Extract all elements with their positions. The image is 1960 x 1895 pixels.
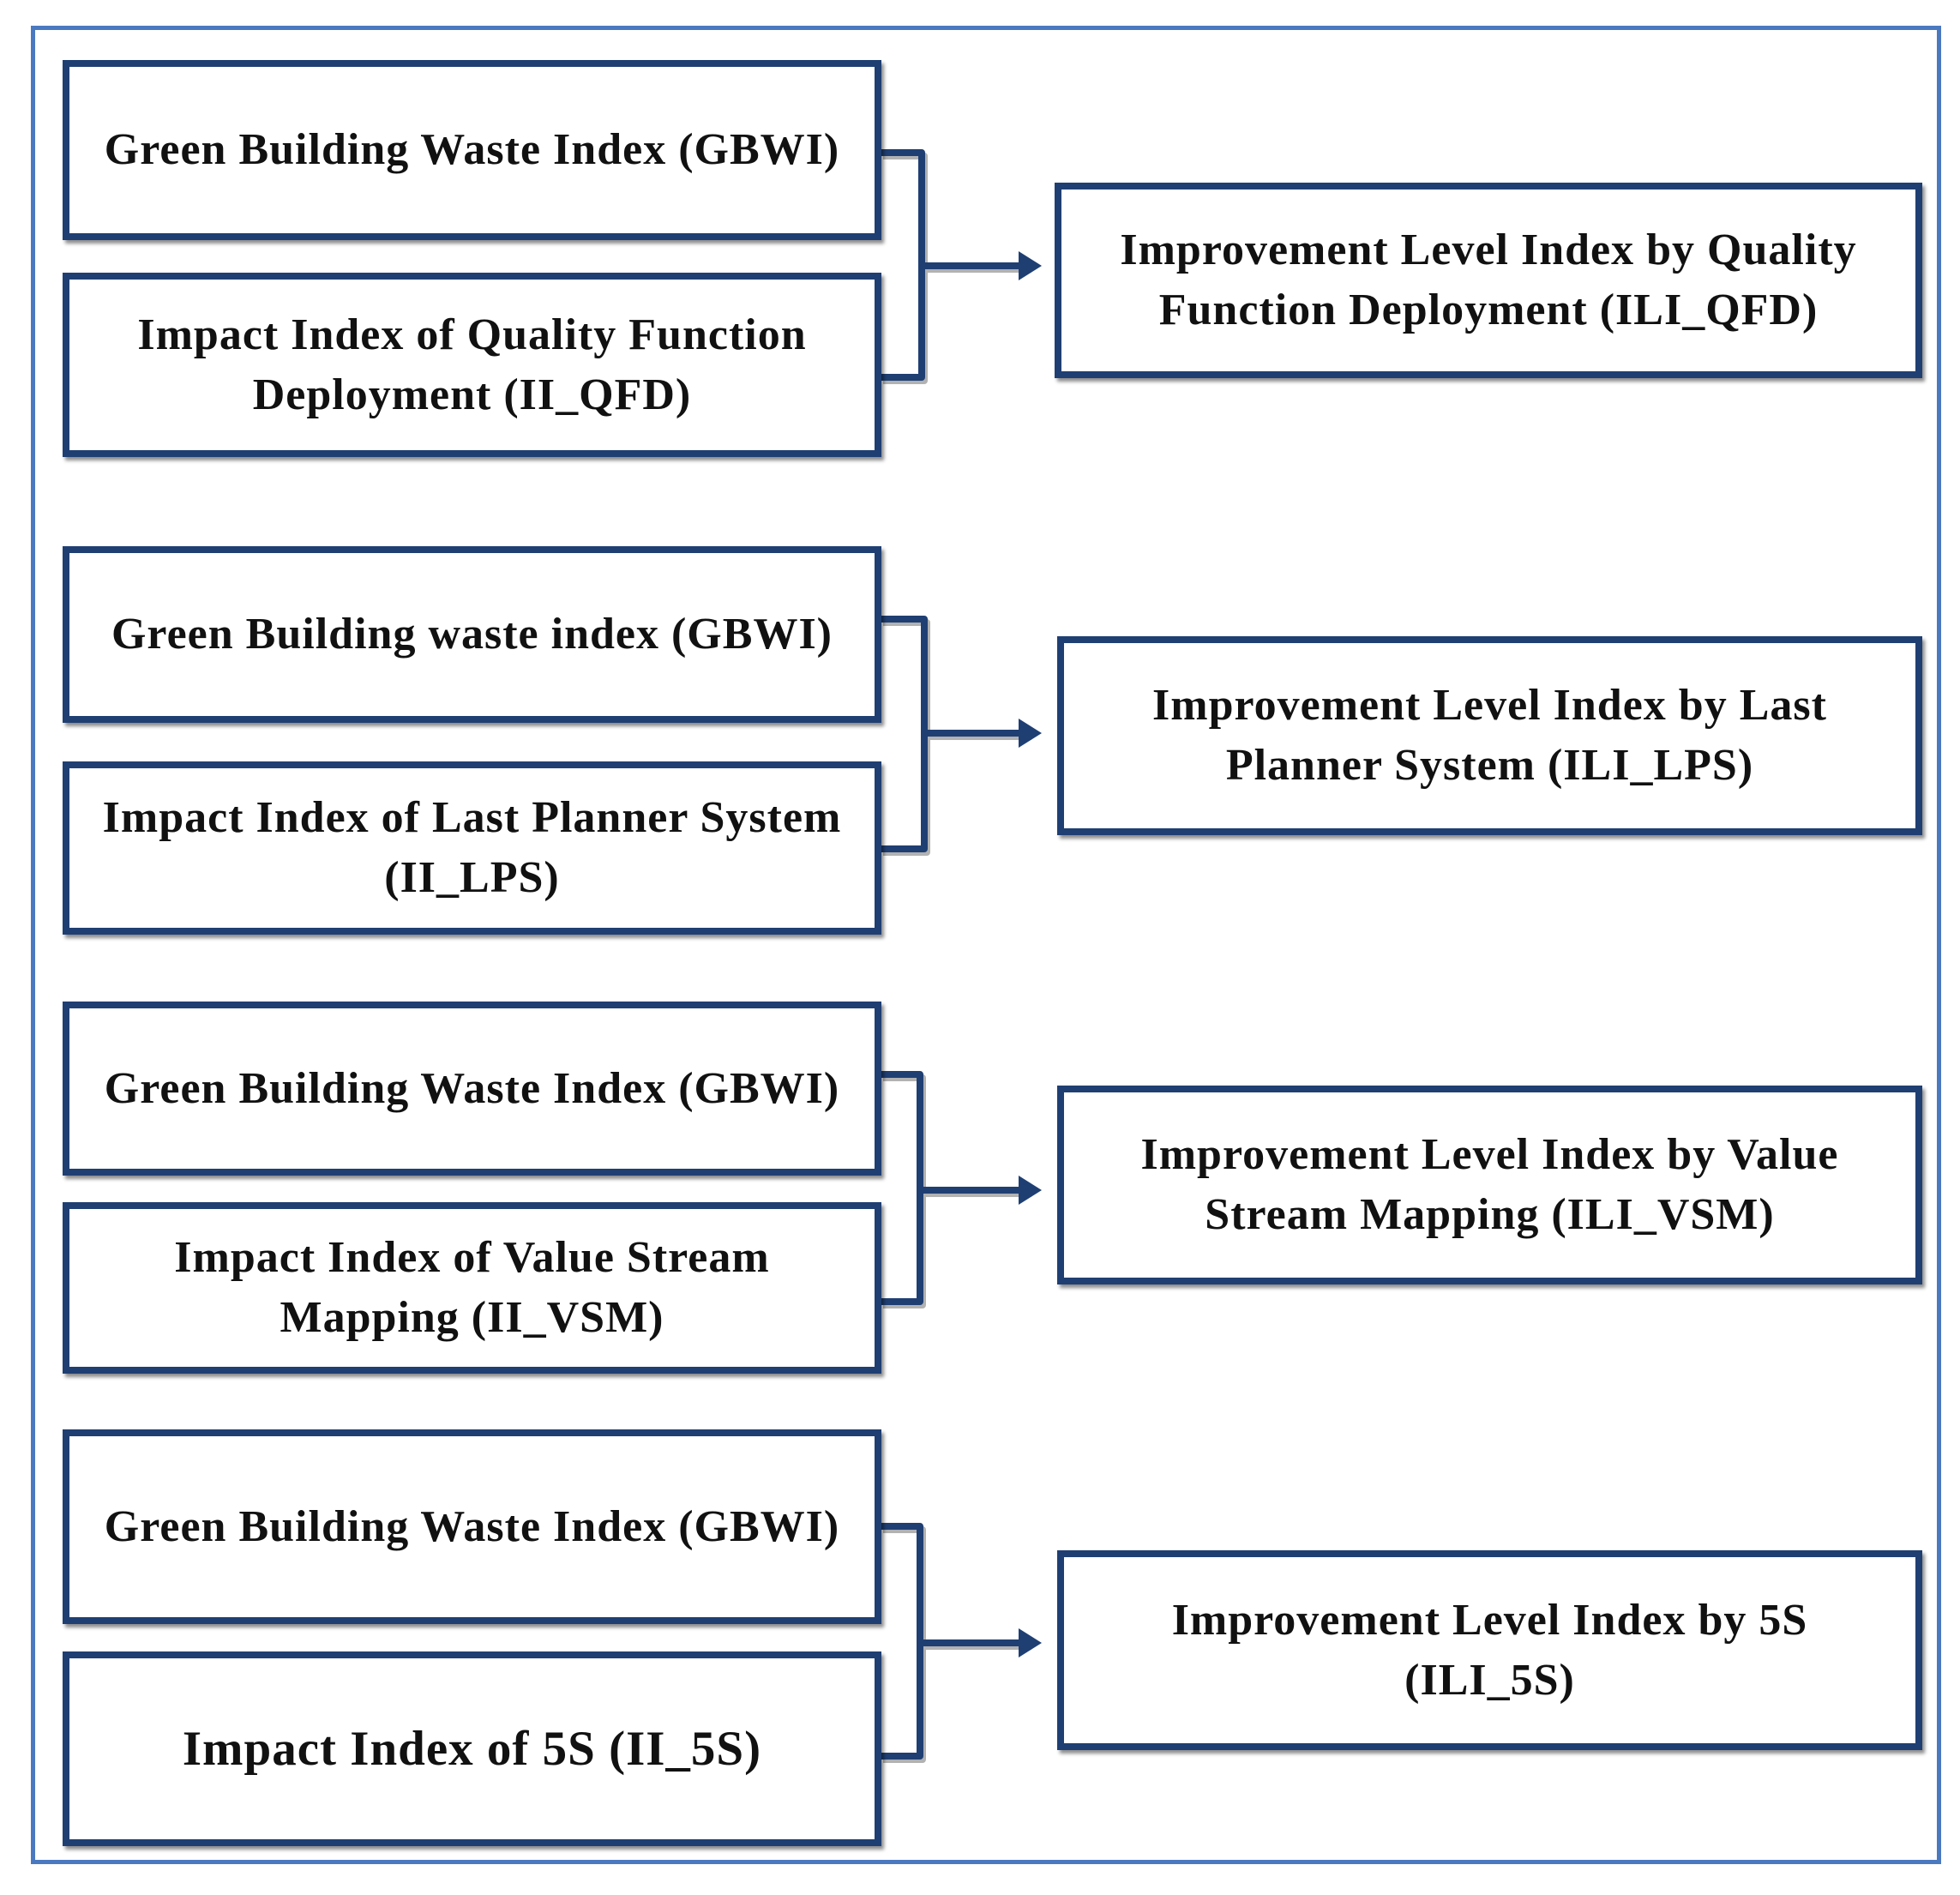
input-box-impact-index: Impact Index of 5S (II_5S) — [63, 1651, 881, 1846]
input-box-gbwi: Green Building Waste Index (GBWI) — [63, 1429, 881, 1624]
input-box-gbwi: Green Building waste index (GBWI) — [63, 546, 881, 723]
arrow-right-icon — [1019, 1628, 1042, 1657]
bracket-connector — [881, 1071, 1020, 1305]
bracket-connector — [881, 149, 1020, 381]
connector-group-3 — [881, 1071, 1042, 1308]
input-box-impact-index: Impact Index of Quality Function Deploym… — [63, 273, 881, 457]
connector-group-2 — [881, 616, 1042, 856]
box-label: Improvement Level Index by 5S (ILI_5S) — [1171, 1595, 1808, 1705]
bracket-connector — [881, 1523, 1020, 1760]
bracket-connector — [881, 616, 1020, 852]
box-label: Improvement Level Index by Quality Funct… — [1120, 226, 1857, 334]
connector-group-4 — [881, 1523, 1042, 1763]
input-box-impact-index: Impact Index of Last Planner System (II_… — [63, 761, 881, 935]
box-label: Green Building waste index (GBWI) — [111, 610, 833, 659]
box-label: Green Building Waste Index (GBWI) — [104, 1501, 840, 1551]
arrow-right-icon — [1019, 251, 1042, 280]
box-label: Impact Index of Value Stream Mapping (II… — [174, 1233, 770, 1342]
output-box-improvement-index: Improvement Level Index by Last Planner … — [1057, 636, 1922, 835]
connector-group-1 — [881, 149, 1042, 384]
diagram-frame — [31, 26, 1941, 1864]
box-label: Green Building Waste Index (GBWI) — [104, 1063, 840, 1113]
arrow-right-icon — [1019, 719, 1042, 748]
box-label: Green Building Waste Index (GBWI) — [104, 125, 840, 174]
output-box-improvement-index: Improvement Level Index by Value Stream … — [1057, 1086, 1922, 1284]
output-box-improvement-index: Improvement Level Index by 5S (ILI_5S) — [1057, 1550, 1922, 1750]
box-label: Impact Index of Quality Function Deploym… — [137, 310, 807, 419]
box-label: Improvement Level Index by Value Stream … — [1140, 1130, 1839, 1239]
box-label: Impact Index of 5S (II_5S) — [182, 1721, 762, 1776]
arrow-right-icon — [1019, 1176, 1042, 1205]
input-box-gbwi: Green Building Waste Index (GBWI) — [63, 60, 881, 240]
input-box-impact-index: Impact Index of Value Stream Mapping (II… — [63, 1202, 881, 1374]
output-box-improvement-index: Improvement Level Index by Quality Funct… — [1055, 183, 1922, 378]
box-label: Improvement Level Index by Last Planner … — [1152, 681, 1827, 790]
box-label: Impact Index of Last Planner System (II_… — [102, 793, 842, 902]
input-box-gbwi: Green Building Waste Index (GBWI) — [63, 1002, 881, 1176]
